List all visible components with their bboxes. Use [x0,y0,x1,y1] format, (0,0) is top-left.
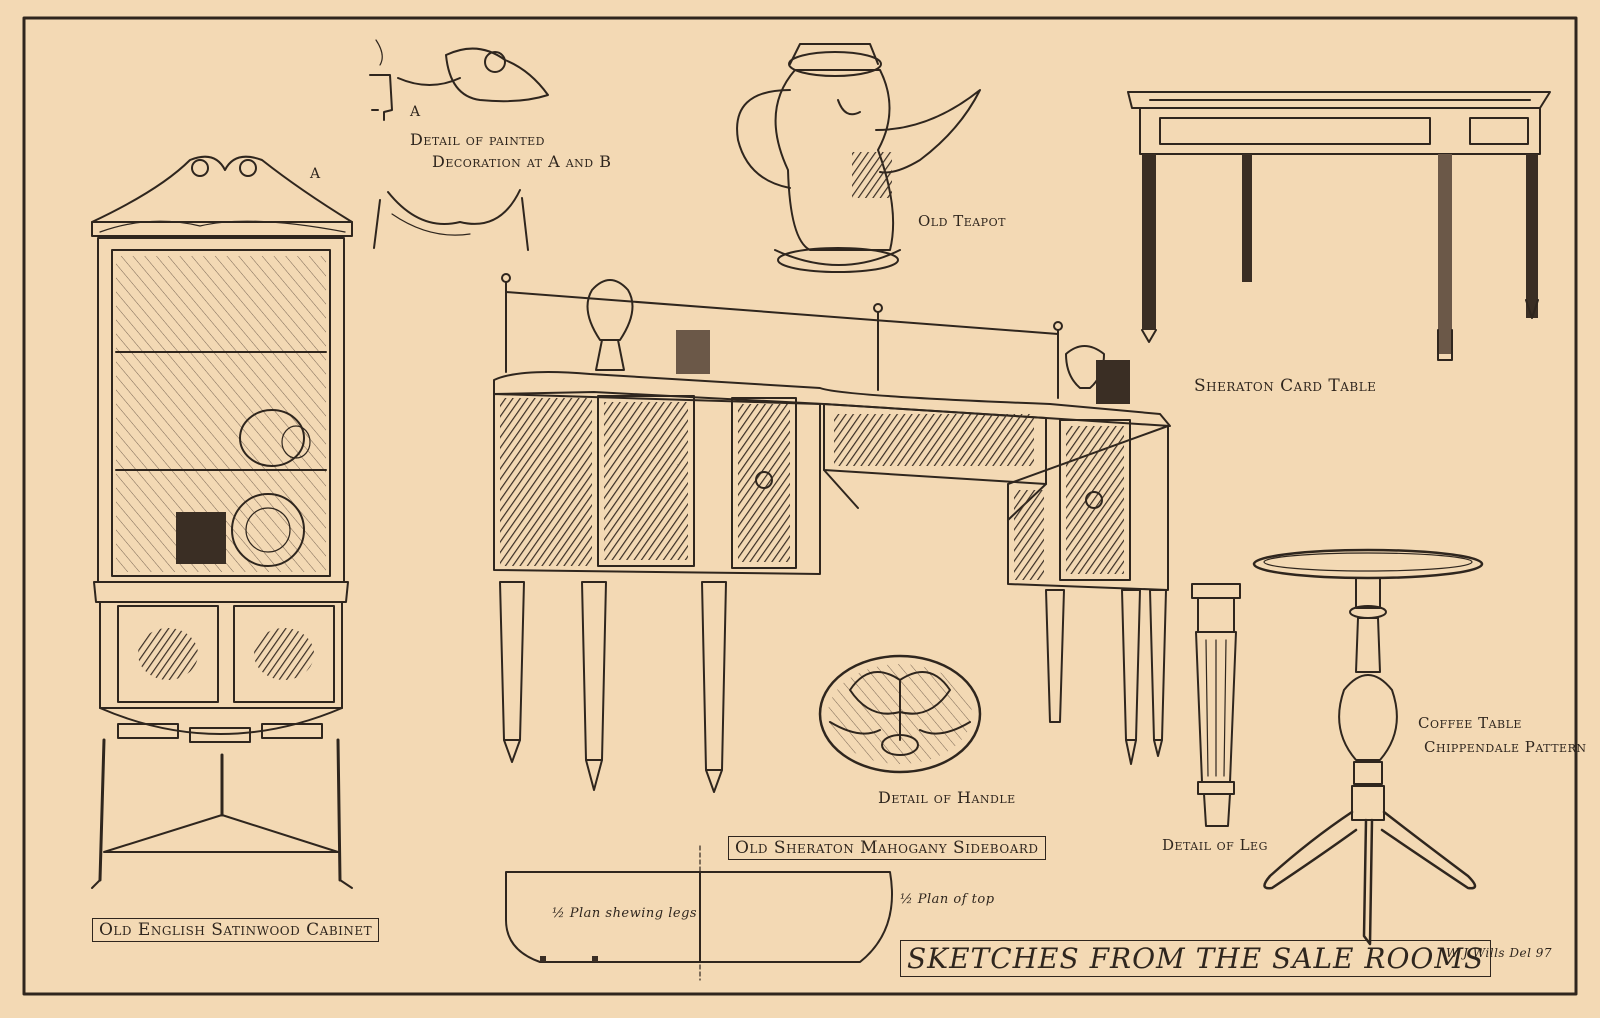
sideboard-label: Old Sheraton Mahogany Sideboard [728,836,1046,860]
plan-legs-label: ½ Plan shewing legs [552,906,698,921]
artist-signature: W J Wills Del 97 [1446,946,1553,960]
marker-a-top: A [410,104,421,120]
handle-label: Detail of Handle [878,788,1016,807]
decoration-label-line2: Decoration at A and B [432,152,612,171]
decoration-label-line1: Detail of painted [410,130,546,149]
handle-detail-drawing [818,654,982,774]
cabinet-label: Old English Satinwood Cabinet [92,918,380,942]
coffee-table-label-line2: Chippendale Pattern [1424,738,1587,756]
plan-top-label: ½ Plan of top [900,892,995,907]
card-table-label: Sheraton Card Table [1194,376,1377,396]
plan-diagrams [505,845,893,981]
teapot-drawing [736,43,981,273]
page-title: SKETCHES FROM THE SALE ROOMS [900,940,1492,977]
painted-decoration-drawing [369,39,549,251]
page-border [22,16,1578,996]
sideboard-drawing [493,273,1171,793]
card-table-drawing [1127,91,1551,361]
coffee-table-label-line1: Coffee Table [1418,714,1522,732]
marker-a-cabinet: A [310,166,321,182]
satinwood-cabinet-drawing [91,155,353,889]
teapot-label: Old Teapot [918,212,1006,230]
leg-detail-drawing [1191,583,1241,827]
leg-label: Detail of Leg [1162,836,1268,854]
